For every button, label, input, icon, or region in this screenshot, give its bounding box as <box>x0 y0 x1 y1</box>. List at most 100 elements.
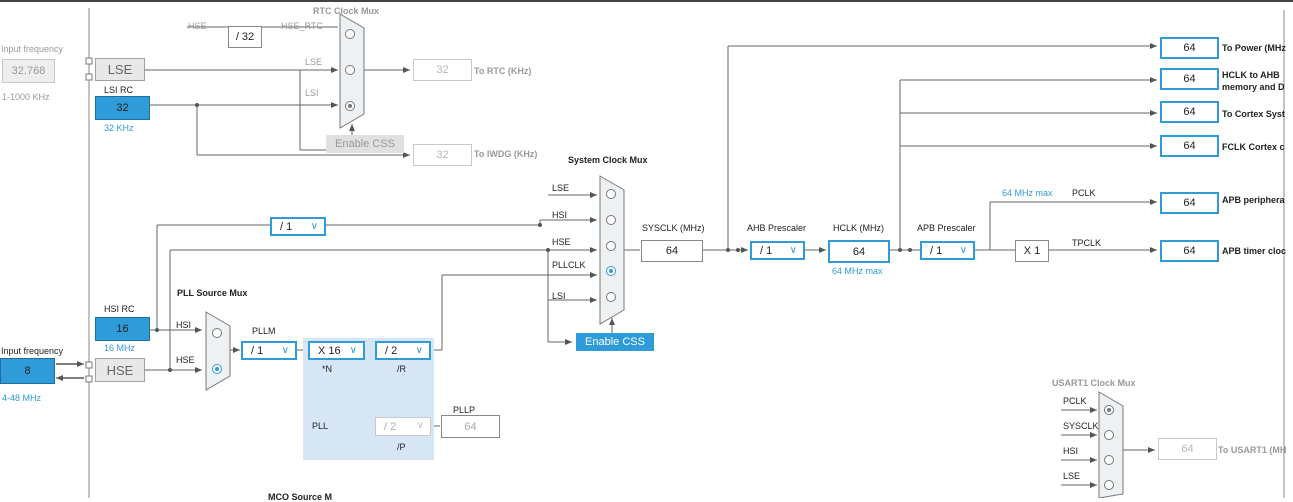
output-fclk-label: FCLK Cortex c <box>1222 142 1285 152</box>
usart-input-hsi: HSI <box>1063 446 1079 456</box>
sysmux-input-lse: LSE <box>552 183 570 193</box>
pllr-select[interactable]: / 2 ∨ <box>375 341 431 360</box>
pllp-select[interactable]: / 2∨ <box>375 417 431 436</box>
output-fclk-value[interactable]: 64 <box>1160 135 1219 157</box>
lse-oscillator[interactable]: LSE <box>95 58 145 81</box>
pll-label: PLL <box>312 421 329 431</box>
output-power-label: To Power (MHz <box>1222 43 1286 53</box>
iwdg-destination: To IWDG (KHz) <box>474 149 538 159</box>
rtc-mux-title: RTC Clock Mux <box>313 6 380 16</box>
hclk-value[interactable]: 64 <box>828 240 890 263</box>
rtc-destination: To RTC (KHz) <box>474 66 532 76</box>
sysmux-input-hse: HSE <box>552 237 571 247</box>
output-apb-peripheral-value[interactable]: 64 <box>1160 192 1219 214</box>
ahb-prescaler-label: AHB Prescaler <box>747 223 807 233</box>
pllr-value: / 2 <box>385 344 398 357</box>
lse-input-frequency-label: Input frequency <box>1 44 64 54</box>
apb-prescaler-value: / 1 <box>930 244 943 257</box>
hse-input-frequency-label: Input frequency <box>1 346 64 356</box>
rtc-mux-radio-lsi[interactable] <box>345 101 355 111</box>
output-cortex-systick-value[interactable]: 64 <box>1160 101 1219 123</box>
lsi-rc-title: LSI RC <box>104 85 134 95</box>
usart-input-lse: LSE <box>1063 471 1081 481</box>
pll-source-mux-shape <box>205 311 231 391</box>
lse-range-label: 1-1000 KHz <box>2 92 50 102</box>
sysmux-input-hsi: HSI <box>552 210 568 220</box>
ahb-prescaler-select[interactable]: / 1 ∨ <box>750 241 805 260</box>
output-hclk-ahb-value[interactable]: 64 <box>1160 68 1219 90</box>
pllm-select[interactable]: / 1 ∨ <box>241 341 297 360</box>
rtc-hse-divider: / 32 <box>228 26 262 48</box>
sysmux-radio-pllclk[interactable] <box>606 266 616 276</box>
rtc-mux-radio-lse[interactable] <box>345 65 355 75</box>
rtc-enable-css-button[interactable]: Enable CSS <box>326 135 404 153</box>
sys-enable-css-button[interactable]: Enable CSS <box>576 333 654 351</box>
hse-input-frequency-field[interactable]: 8 <box>0 358 55 384</box>
sysmux-radio-hse[interactable] <box>606 241 616 251</box>
hclk-label: HCLK (MHz) <box>833 223 884 233</box>
pllp-output: 64 <box>441 415 500 438</box>
rtc-lse-label: LSE <box>305 57 323 67</box>
plln-select[interactable]: X 16∨ <box>308 341 365 360</box>
hse-rtc-label: HSE_RTC <box>281 21 323 31</box>
sysclk-label: SYSCLK (MHz) <box>642 223 705 233</box>
hsi-divider-select[interactable]: / 1 ∨ <box>270 217 326 236</box>
sysmux-radio-lse[interactable] <box>606 189 616 199</box>
chevron-down-icon: ∨ <box>415 345 423 356</box>
pll-source-radio-hse[interactable] <box>212 364 222 374</box>
iwdg-output: 32 <box>413 144 472 166</box>
usart-radio-hsi[interactable] <box>1104 455 1114 465</box>
output-hclk-ahb-label2: memory and D <box>1222 82 1285 92</box>
pll-source-hse-label: HSE <box>176 355 195 365</box>
sysmux-radio-lsi[interactable] <box>606 292 616 302</box>
sysmux-radio-hsi[interactable] <box>606 215 616 225</box>
hsi-divider-value: / 1 <box>280 220 293 233</box>
pll-source-mux-title: PLL Source Mux <box>177 288 248 298</box>
lse-input-frequency-field[interactable]: 32.768 <box>2 59 55 83</box>
hclk-max: 64 MHz max <box>832 266 883 276</box>
mco-source-mux-title: MCO Source M <box>268 492 333 502</box>
output-apb-timer-value[interactable]: 64 <box>1160 240 1219 262</box>
ahb-prescaler-value: / 1 <box>760 244 773 257</box>
plln-label: *N <box>322 364 333 374</box>
plln-value: X 16 <box>318 344 341 357</box>
chevron-down-icon: ∨ <box>789 245 797 256</box>
apb-prescaler-select[interactable]: / 1∨ <box>920 241 975 260</box>
pllp-title: PLLP <box>453 405 476 415</box>
usart-radio-sysclk[interactable] <box>1104 430 1114 440</box>
timer-multiplier: X 1 <box>1015 240 1049 262</box>
rtc-mux-radio-hse[interactable] <box>345 29 355 39</box>
tpclk-label: TPCLK <box>1072 238 1102 248</box>
pll-source-hsi-label: HSI <box>176 320 192 330</box>
sysclk-value: 64 <box>641 240 703 262</box>
output-hclk-ahb-label: HCLK to AHB <box>1222 70 1280 80</box>
hse-oscillator[interactable]: HSE <box>95 358 145 382</box>
output-apb-timer-label: APB timer cloc <box>1222 246 1287 256</box>
pll-source-radio-hsi[interactable] <box>212 328 222 338</box>
chevron-down-icon: ∨ <box>310 221 318 232</box>
pllp-label: /P <box>397 442 406 452</box>
hsi-rc-value[interactable]: 16 <box>95 317 150 341</box>
usart1-mux-title: USART1 Clock Mux <box>1052 378 1136 388</box>
output-power-value[interactable]: 64 <box>1160 37 1219 59</box>
output-cortex-systick-label: To Cortex Syst <box>1222 109 1285 119</box>
lsi-rc-value[interactable]: 32 <box>95 96 150 120</box>
pllp-value: / 2 <box>384 420 397 433</box>
sysmux-input-lsi: LSI <box>552 291 566 301</box>
apb-prescaler-label: APB Prescaler <box>917 223 976 233</box>
pllm-value: / 1 <box>251 344 264 357</box>
hsi-rc-unit: 16 MHz <box>104 343 136 353</box>
pllr-label: /R <box>397 364 406 374</box>
usart1-destination: To USART1 (MH <box>1218 445 1287 455</box>
hsi-rc-title: HSI RC <box>104 304 135 314</box>
pllm-label: PLLM <box>252 326 276 336</box>
usart-input-pclk: PCLK <box>1063 396 1087 406</box>
pclk-label: PCLK <box>1072 188 1096 198</box>
usart-radio-lse[interactable] <box>1104 480 1114 490</box>
chevron-down-icon: ∨ <box>281 345 289 356</box>
hse-range-label: 4-48 MHz <box>2 393 42 403</box>
usart-input-sysclk: SYSCLK <box>1063 421 1099 431</box>
usart-radio-pclk[interactable] <box>1104 405 1114 415</box>
output-apb-peripheral-label: APB periphera <box>1222 195 1285 205</box>
usart1-output: 64 <box>1158 438 1217 460</box>
